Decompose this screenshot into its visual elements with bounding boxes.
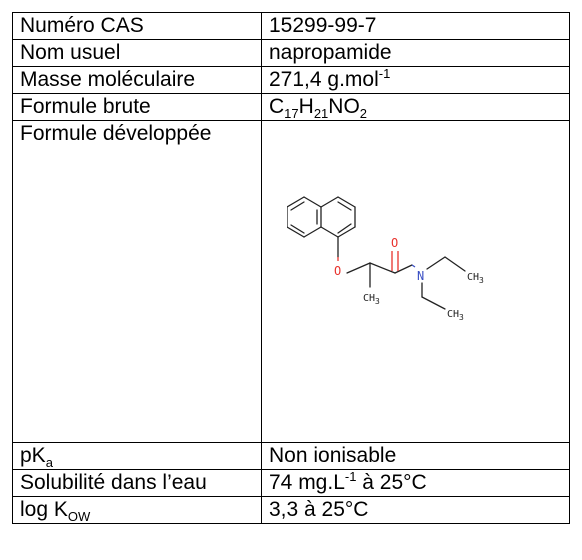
nitrogen-label: N bbox=[417, 269, 424, 283]
solubility-value: 74 mg.L bbox=[269, 471, 345, 494]
row-label: Nom usuel bbox=[12, 39, 262, 67]
napropamide-structure-image: O O N CH3 CH3 CH3 bbox=[287, 196, 484, 322]
formula-part: NO bbox=[328, 95, 360, 118]
properties-table: Numéro CAS 15299-99-7 Nom usuel napropam… bbox=[12, 12, 570, 524]
table-row: Formule brute C17H21NO2 bbox=[12, 93, 570, 121]
row-value: 3,3 à 25°C bbox=[261, 496, 570, 524]
row-value: napropamide bbox=[261, 39, 570, 67]
row-label: Formule développée bbox=[12, 120, 262, 443]
pka-subscript: a bbox=[45, 455, 53, 470]
molar-mass-exponent: -1 bbox=[378, 66, 391, 81]
table-row: log KOW 3,3 à 25°C bbox=[12, 496, 570, 524]
table-row: Masse moléculaire 271,4 g.mol-1 bbox=[12, 66, 570, 94]
row-label: Solubilité dans l’eau bbox=[12, 469, 262, 497]
table-row: Nom usuel napropamide bbox=[12, 39, 570, 67]
formula-subscript: 17 bbox=[284, 106, 299, 121]
row-value: 15299-99-7 bbox=[261, 12, 570, 40]
row-label: Masse moléculaire bbox=[12, 66, 262, 94]
methyl-label: CH3 bbox=[447, 309, 464, 322]
solubility-temperature: à 25°C bbox=[356, 471, 427, 494]
logkow-label: log K bbox=[20, 498, 68, 521]
table-row: pKa Non ionisable bbox=[12, 442, 570, 470]
row-label: Numéro CAS bbox=[12, 12, 262, 40]
row-value: 271,4 g.mol-1 bbox=[261, 66, 570, 94]
row-value: 74 mg.L-1 à 25°C bbox=[261, 469, 570, 497]
molecular-formula: C17H21NO2 bbox=[261, 93, 570, 121]
methyl-label: CH3 bbox=[363, 293, 380, 306]
logkow-subscript: OW bbox=[67, 509, 91, 524]
formula-part: H bbox=[298, 95, 314, 118]
formula-subscript: 2 bbox=[359, 106, 368, 121]
table-row: Formule développée bbox=[12, 120, 570, 443]
ether-oxygen-label: O bbox=[334, 264, 341, 278]
row-label: Formule brute bbox=[12, 93, 262, 121]
row-label: log KOW bbox=[12, 496, 262, 524]
formula-part: C bbox=[269, 95, 285, 118]
carbonyl-oxygen-label: O bbox=[391, 236, 398, 250]
structure-cell: O O N CH3 CH3 CH3 bbox=[261, 120, 570, 443]
pka-label: pK bbox=[20, 444, 46, 467]
row-value: Non ionisable bbox=[261, 442, 570, 470]
molar-mass-value: 271,4 g.mol bbox=[269, 68, 379, 91]
methyl-label: CH3 bbox=[467, 272, 484, 285]
solubility-exponent: -1 bbox=[344, 469, 357, 484]
formula-subscript: 21 bbox=[313, 106, 329, 121]
table-row: Numéro CAS 15299-99-7 bbox=[12, 12, 570, 40]
row-label: pKa bbox=[12, 442, 262, 470]
table-row: Solubilité dans l’eau 74 mg.L-1 à 25°C bbox=[12, 469, 570, 497]
